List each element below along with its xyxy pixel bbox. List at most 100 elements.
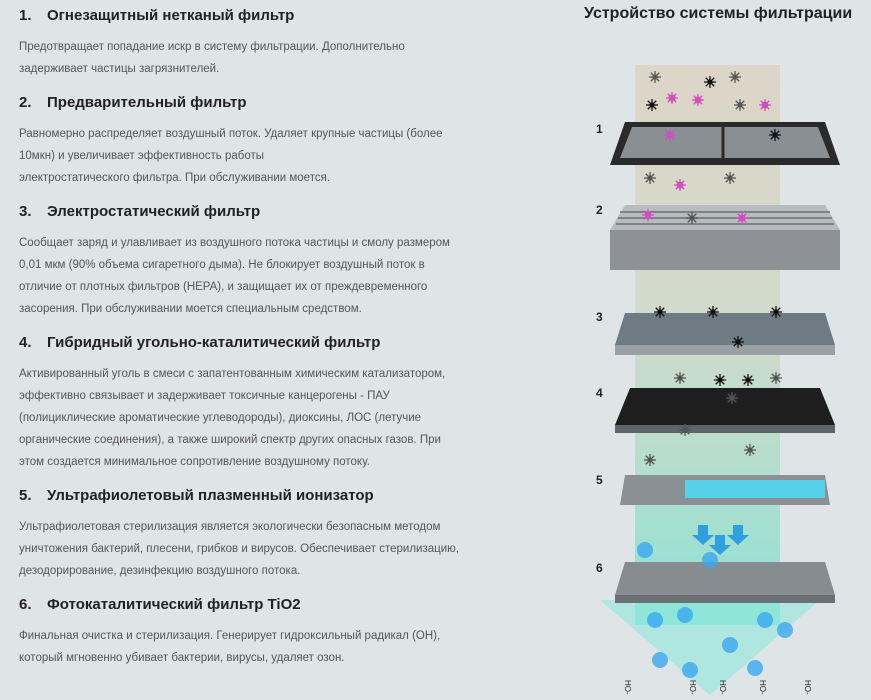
dust-particle <box>674 372 686 384</box>
filter-label-3: 3 <box>596 310 603 324</box>
filter-5-uv-ionizer <box>620 475 830 505</box>
filter-label-5: 5 <box>596 473 603 487</box>
description-line: 10мкн) и увеличивает эффективность работ… <box>19 150 265 162</box>
description-line: Активированный уголь в смеси с запатенто… <box>19 368 446 380</box>
description-line: Ультрафиолетовая стерилизация является э… <box>19 521 441 533</box>
section-heading: 4. Гибридный угольно-каталитический фильт… <box>19 332 489 354</box>
section-number: 1. <box>19 7 32 24</box>
dust-particle <box>770 306 782 318</box>
description-line: Предотвращает попадание искр в систему ф… <box>19 41 405 53</box>
oxygen-bubble <box>637 542 653 558</box>
dust-particle <box>732 336 744 348</box>
section-description: Активированный уголь в смеси с запатенто… <box>19 363 489 473</box>
section-number: 4. <box>19 334 32 351</box>
bacteria-particle <box>692 94 704 106</box>
filter-3 <box>615 313 835 355</box>
oxygen-bubble <box>652 652 668 668</box>
section-title: Гибридный угольно-каталитический фильтр <box>47 334 381 351</box>
hydroxyl-label: HO- <box>803 680 812 695</box>
bacteria-particle <box>736 212 748 224</box>
dust-particle <box>644 172 656 184</box>
dust-particle <box>704 76 716 88</box>
dust-particle <box>649 71 661 83</box>
particles <box>642 71 782 466</box>
bacteria-particle <box>674 179 686 191</box>
description-line: органические соединения), а также широки… <box>19 434 441 446</box>
description-line: эффективно связывает и задерживает токси… <box>19 390 390 402</box>
section-number: 5. <box>19 487 32 504</box>
dust-particle <box>770 372 782 384</box>
dust-particle <box>686 212 698 224</box>
filter-2 <box>610 205 840 270</box>
dust-particle <box>744 444 756 456</box>
filter-4 <box>615 388 835 433</box>
section-title: Фотокаталитический фильтр TiO2 <box>47 596 301 613</box>
section-description: Ультрафиолетовая стерилизация является э… <box>19 516 489 582</box>
description-line: 0,01 мкм (90% объема сигаретного дыма). … <box>19 259 425 271</box>
section-number: 2. <box>19 94 32 111</box>
section-heading: 5. Ультрафиолетовый плазменный ионизатор <box>19 485 489 507</box>
oxygen-bubble <box>677 607 693 623</box>
section-description: Сообщает заряд и улавливает из воздушног… <box>19 232 489 320</box>
oxygen-bubble <box>747 660 763 676</box>
section-description: Предотвращает попадание искр в систему ф… <box>19 36 489 80</box>
section-title: Предварительный фильтр <box>47 94 247 111</box>
description-line: уничтожения бактерий, плесени, грибков и… <box>19 543 459 555</box>
bacteria-particle <box>666 92 678 104</box>
hydroxyl-label: HO- <box>623 680 632 695</box>
dust-particle <box>646 99 658 111</box>
bacteria-particle <box>642 209 654 221</box>
dust-particle <box>679 424 691 436</box>
filter-label-1: 1 <box>596 122 603 136</box>
section-heading: 2. Предварительный фильтр <box>19 92 489 114</box>
section-heading: 3. Электростатический фильтр <box>19 201 489 223</box>
section-heading: 6. Фотокаталитический фильтр TiO2 <box>19 594 489 616</box>
description-line: Финальная очистка и стерилизация. Генери… <box>19 630 441 642</box>
filter-label-6: 6 <box>596 561 603 575</box>
section-title: Электростатический фильтр <box>47 203 261 220</box>
oxygen-bubble <box>647 612 663 628</box>
bacteria-particle <box>664 129 676 141</box>
filter-section-4: 4. Гибридный угольно-каталитический фильт… <box>19 332 489 473</box>
description-line: (полициклические ароматические углеводор… <box>19 412 422 424</box>
section-number: 6. <box>19 596 32 613</box>
section-title: Огнезащитный нетканый фильтр <box>47 7 295 24</box>
dust-particle <box>654 306 666 318</box>
description-line: Равномерно распределяет воздушный поток.… <box>19 128 443 140</box>
dust-particle <box>729 71 741 83</box>
dust-particle <box>724 172 736 184</box>
oxygen-bubble <box>777 622 793 638</box>
dust-particle <box>742 374 754 386</box>
airflow-arrows <box>692 525 749 555</box>
oxygen-bubble <box>702 552 718 568</box>
dust-particle <box>734 99 746 111</box>
description-line: засорения. При обслуживании моется специ… <box>19 303 362 315</box>
filter-label-4: 4 <box>596 386 603 400</box>
description-line: который мгновенно убивает бактерии, виру… <box>19 652 345 664</box>
dust-particle <box>726 392 738 404</box>
description-line: Сообщает заряд и улавливает из воздушног… <box>19 237 450 249</box>
section-number: 3. <box>19 203 32 220</box>
description-line: этом создается минимальное сопротивление… <box>19 456 370 468</box>
dust-particle <box>707 306 719 318</box>
dust-particle <box>769 129 781 141</box>
oxygen-bubble <box>757 612 773 628</box>
clean-air-cone <box>600 600 820 695</box>
filter-1 <box>610 122 840 165</box>
hydroxyl-label: HO- <box>688 680 697 695</box>
dust-particle <box>714 374 726 386</box>
section-title: Ультрафиолетовый плазменный ионизатор <box>47 487 374 504</box>
description-line: задерживает частицы загрязнителей. <box>19 63 220 75</box>
description-line: отличие от плотных фильтров (HEPA), и за… <box>19 281 428 293</box>
bacteria-particle <box>759 99 771 111</box>
description-line: дезодорирование, дезинфекцию воздушного … <box>19 565 301 577</box>
filter-label-2: 2 <box>596 203 603 217</box>
oxygen-bubble <box>722 637 738 653</box>
hydroxyl-label: HO- <box>758 680 767 695</box>
